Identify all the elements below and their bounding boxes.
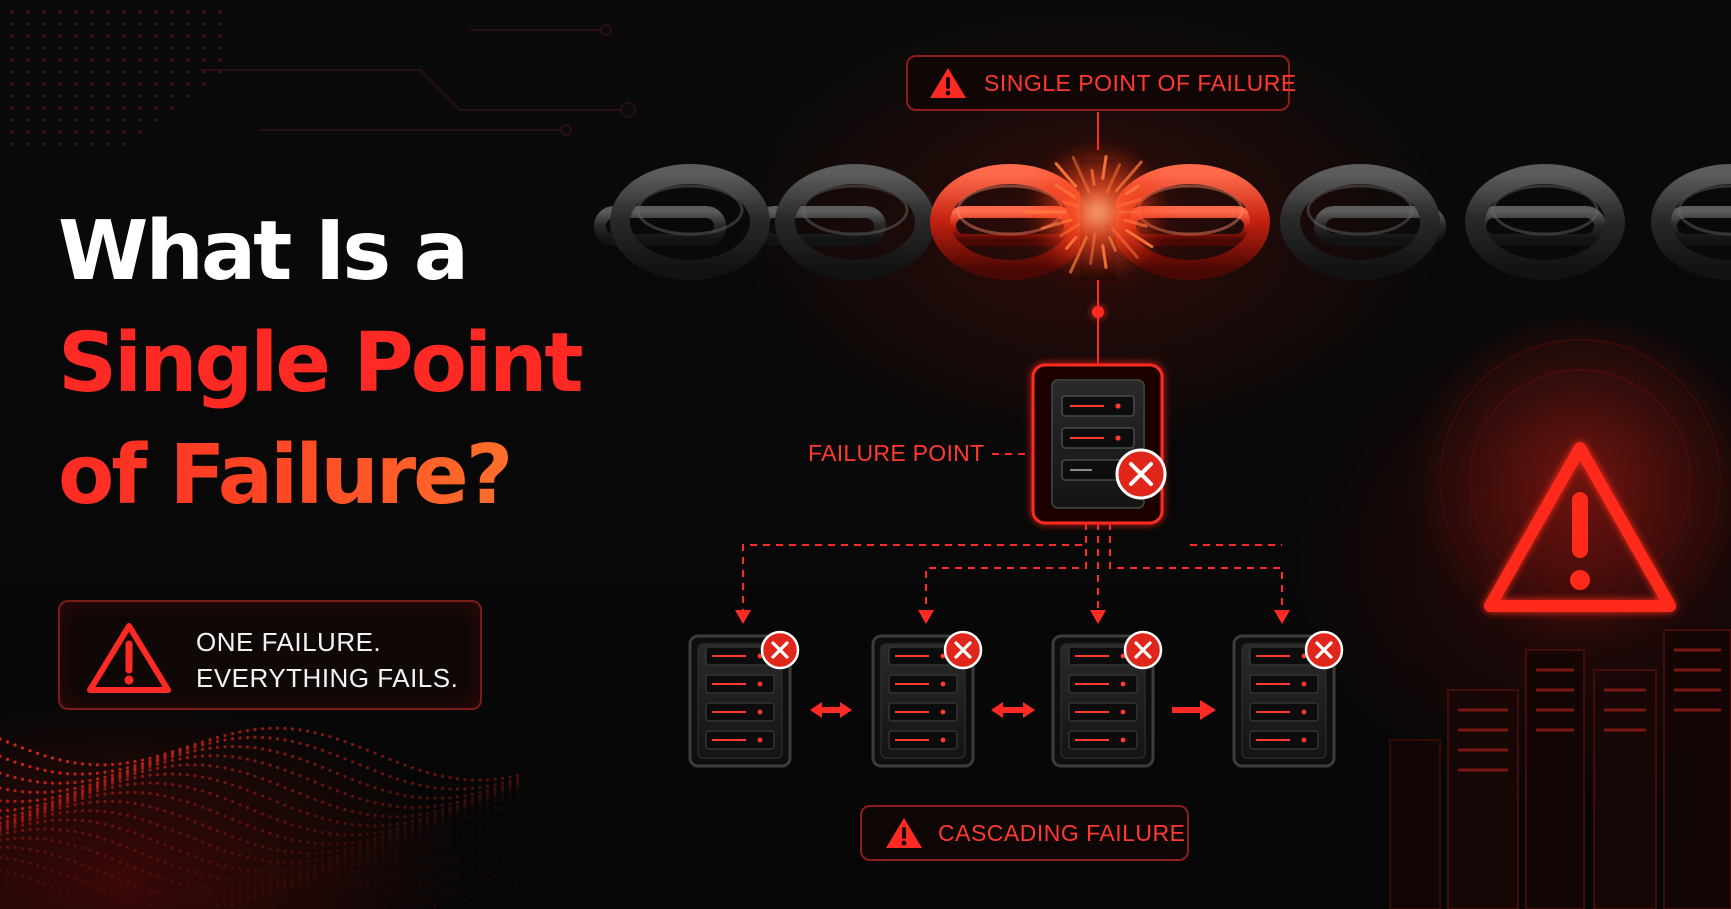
server-icon [1051,630,1163,768]
slogan-text: ONE FAILURE. EVERYTHING FAILS. [196,624,458,696]
decorative-dot-grid [10,10,222,146]
slogan-line-1: ONE FAILURE. [196,627,382,657]
x-circle-icon [1123,630,1163,670]
warning-triangle-icon [930,68,966,98]
headline: What Is a Single Point of Failure? [58,196,584,532]
cascading-failure-text: CASCADING FAILURE [938,819,1186,846]
cascade-branches [742,523,1283,610]
bidirectional-arrow-icon [810,702,852,718]
x-circle-icon [943,630,983,670]
headline-line-1: What Is a [58,204,469,299]
right-arrow-icon [1172,700,1216,720]
chain [594,142,1731,282]
large-warning-icon [1410,310,1731,650]
failure-point-label: FAILURE POINT [808,440,985,466]
x-circle-icon [760,630,800,670]
warning-triangle-icon [87,623,171,693]
cascading-failure-label: CASCADING FAILURE [860,805,1189,861]
failure-connector [1092,112,1104,365]
server-link-arrows [810,700,1216,720]
single-point-of-failure-text: SINGLE POINT OF FAILURE [984,69,1297,96]
x-circle-icon [1304,630,1344,670]
slogan-box: ONE FAILURE. EVERYTHING FAILS. [58,600,482,710]
bidirectional-arrow-icon [991,702,1035,718]
x-circle-icon [1115,448,1167,500]
downstream-servers [688,630,1344,768]
decorative-circuit-lines [200,24,636,136]
headline-line-2: Single Point [58,316,584,411]
decorative-server-towers [1389,629,1731,909]
warning-triangle-icon [886,818,922,848]
slogan-line-2: EVERYTHING FAILS. [196,663,459,693]
server-icon [871,630,983,768]
headline-line-3: of Failure? [58,420,581,532]
cascade-arrowheads [735,610,1290,624]
decorative-red-wave [0,726,520,907]
server-icon [688,630,800,768]
failure-server [1031,363,1167,525]
single-point-of-failure-label: SINGLE POINT OF FAILURE [906,55,1296,111]
server-icon [1232,630,1344,768]
